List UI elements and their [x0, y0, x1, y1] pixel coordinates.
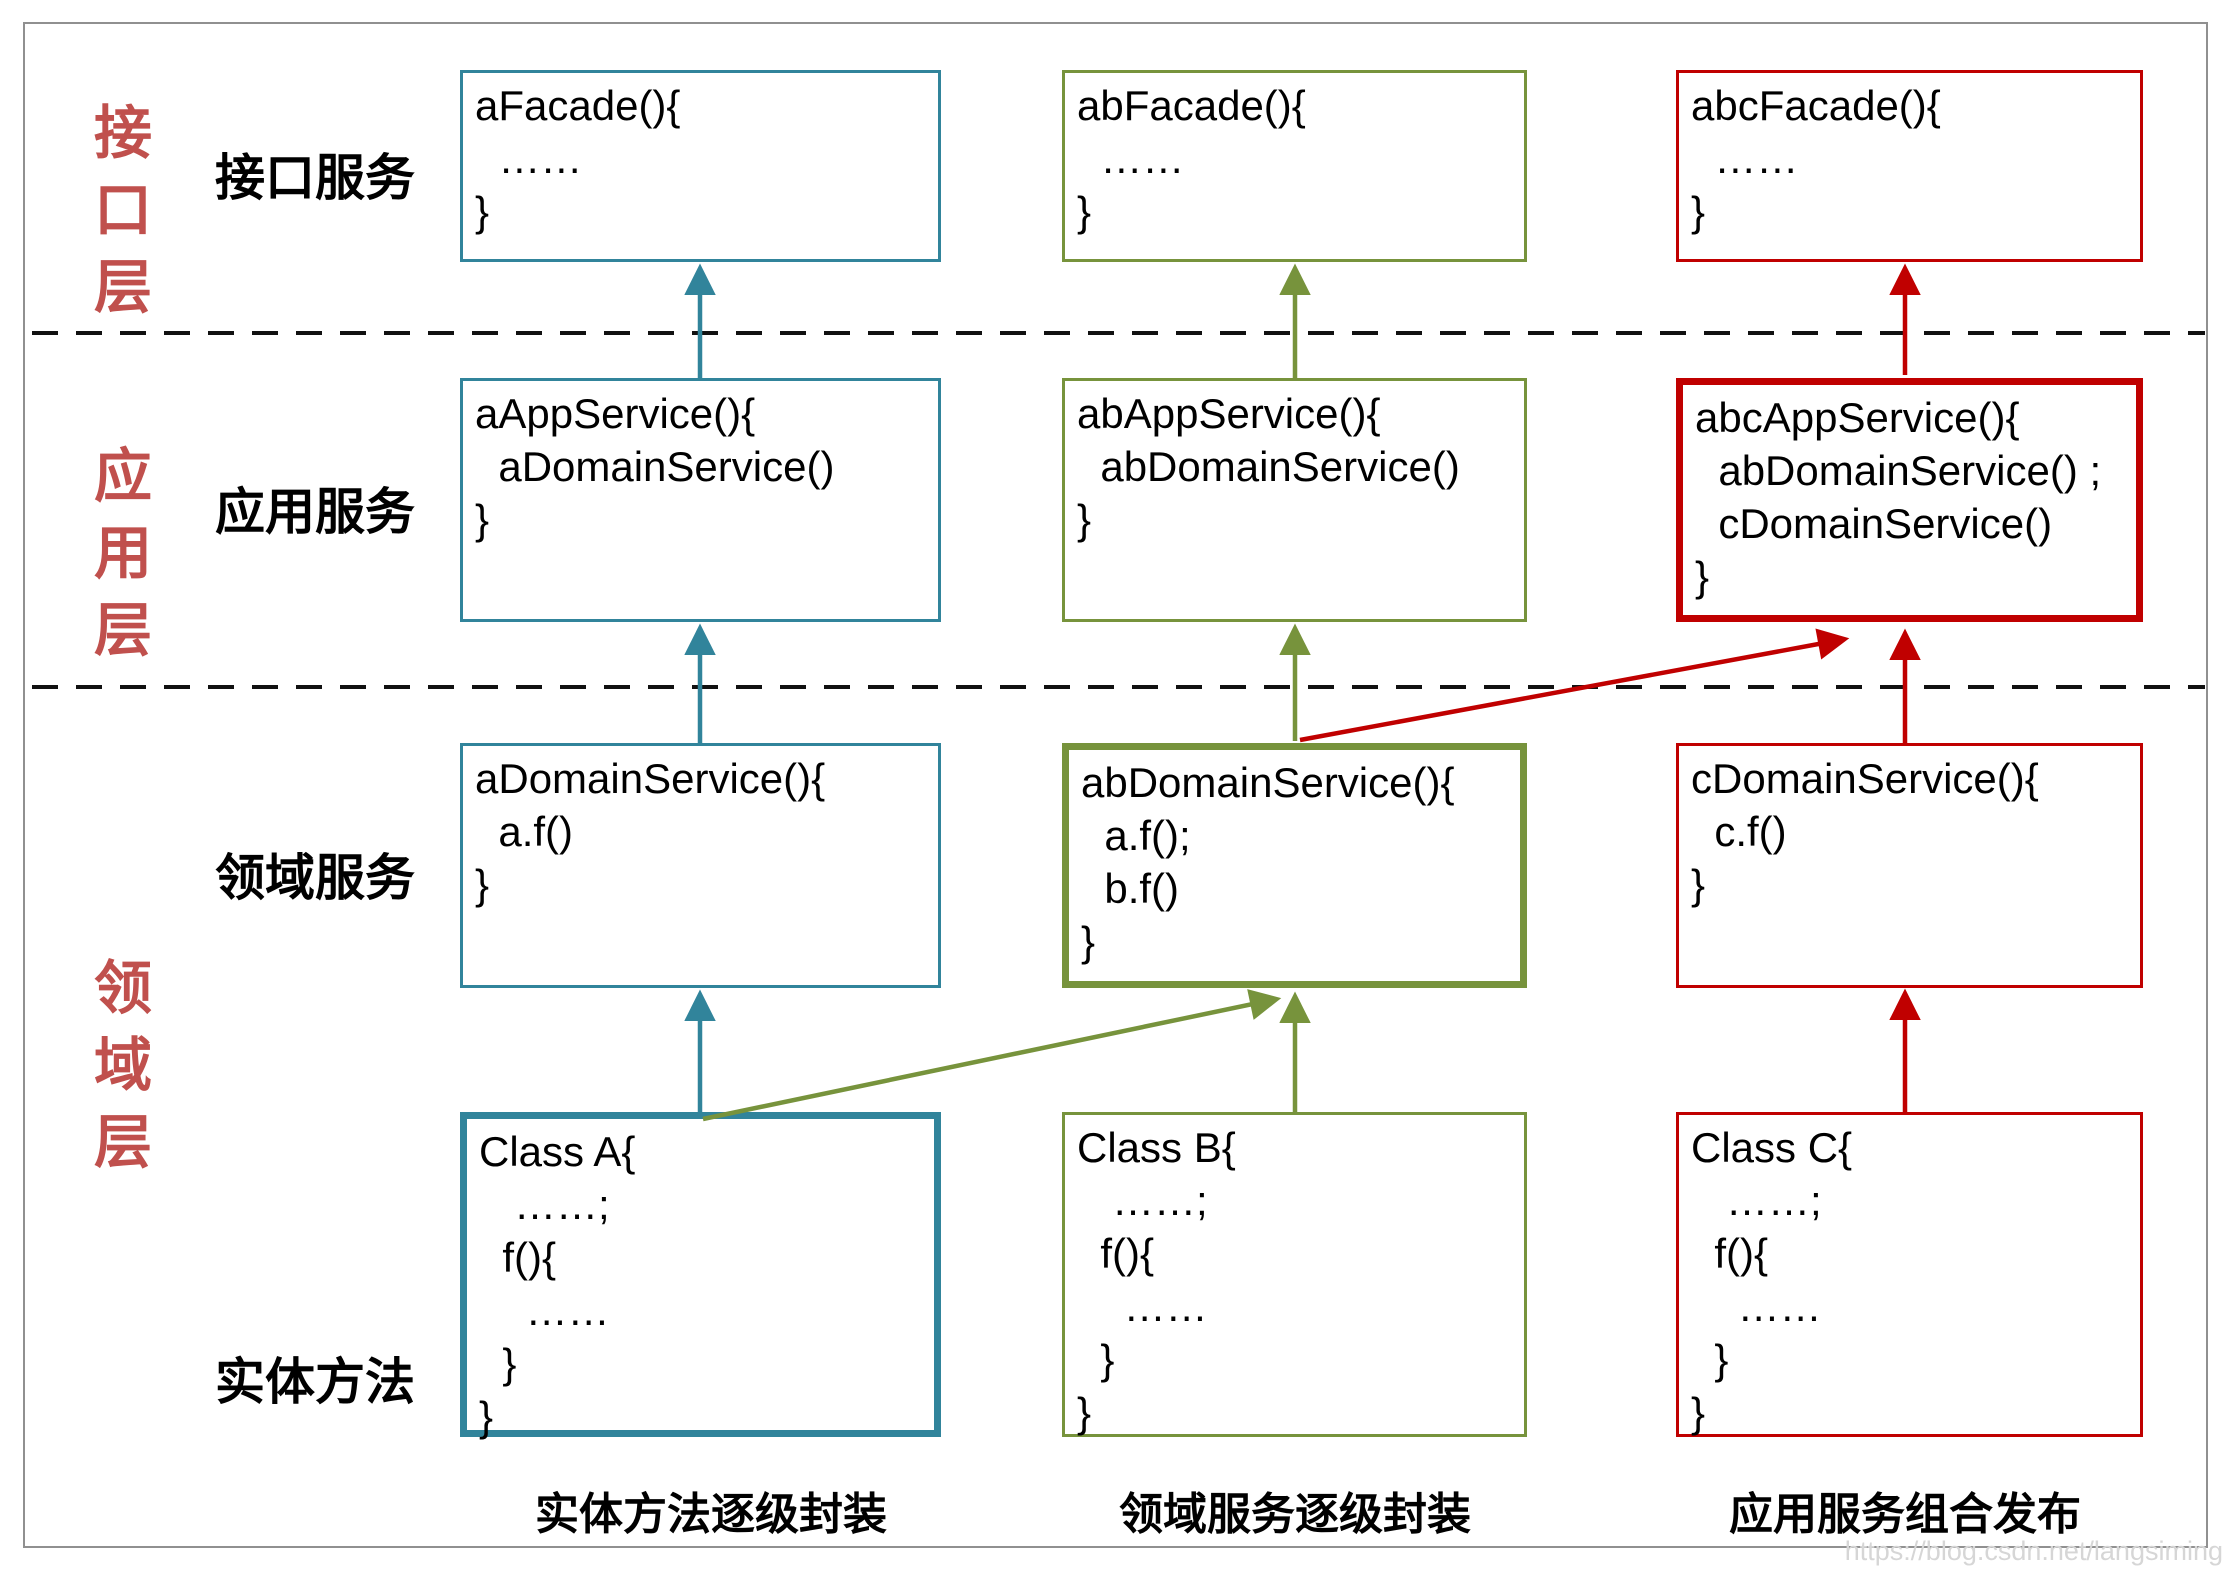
code-a-domain-service: aDomainService(){ a.f() } — [475, 755, 826, 908]
box-abc-facade: abcFacade(){ …… } — [1676, 70, 2143, 262]
code-abc-facade: abcFacade(){ …… } — [1691, 82, 1941, 235]
code-class-a: Class A{ ……; f(){ …… } } — [479, 1128, 636, 1440]
row-label-entity-method: 实体方法 — [215, 1354, 415, 1410]
row-label-domain-service: 领域服务 — [215, 850, 415, 906]
code-ab-app-service: abAppService(){ abDomainService() } — [1077, 390, 1460, 543]
box-a-domain-service: aDomainService(){ a.f() } — [460, 743, 941, 988]
box-c-domain-service: cDomainService(){ c.f() } — [1676, 743, 2143, 988]
box-ab-domain-service: abDomainService(){ a.f(); b.f() } — [1062, 743, 1527, 988]
code-class-c: Class C{ ……; f(){ …… } } — [1691, 1124, 1853, 1436]
row-label-interface-service: 接口服务 — [215, 150, 415, 206]
box-ab-app-service: abAppService(){ abDomainService() } — [1062, 378, 1527, 622]
caption-domain-service-wrapping: 领域服务逐级封装 — [1119, 1490, 1471, 1539]
layer-label-domain: 领域层 — [93, 956, 152, 1175]
code-class-b: Class B{ ……; f(){ …… } } — [1077, 1124, 1236, 1436]
box-class-b: Class B{ ……; f(){ …… } } — [1062, 1112, 1527, 1437]
layer-label-interface: 接口层 — [93, 101, 152, 320]
row-label-app-service: 应用服务 — [215, 484, 415, 540]
code-ab-facade: abFacade(){ …… } — [1077, 82, 1306, 235]
box-a-facade: aFacade(){ …… } — [460, 70, 941, 262]
layer-label-application: 应用层 — [93, 444, 152, 663]
box-a-app-service: aAppService(){ aDomainService() } — [460, 378, 941, 622]
box-ab-facade: abFacade(){ …… } — [1062, 70, 1527, 262]
code-ab-domain-service: abDomainService(){ a.f(); b.f() } — [1081, 759, 1455, 965]
code-c-domain-service: cDomainService(){ c.f() } — [1691, 755, 2039, 908]
code-a-facade: aFacade(){ …… } — [475, 82, 681, 235]
code-a-app-service: aAppService(){ aDomainService() } — [475, 390, 835, 543]
watermark-url: https://blog.csdn.net/langsiming — [1844, 1536, 2223, 1566]
caption-entity-method-wrapping: 实体方法逐级封装 — [535, 1490, 887, 1539]
box-abc-app-service: abcAppService(){ abDomainService() ; cDo… — [1676, 378, 2143, 622]
outer-frame — [23, 22, 2208, 1548]
code-abc-app-service: abcAppService(){ abDomainService() ; cDo… — [1695, 394, 2102, 600]
box-class-a: Class A{ ……; f(){ …… } } — [460, 1112, 941, 1440]
caption-app-service-composition: 应用服务组合发布 — [1729, 1490, 2081, 1539]
box-class-c: Class C{ ……; f(){ …… } } — [1676, 1112, 2143, 1437]
